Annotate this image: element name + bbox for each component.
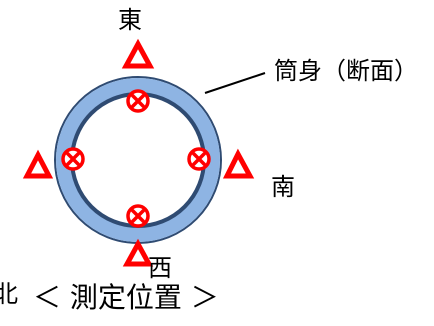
diagram-caption: ＜ 測定位置 ＞ xyxy=(33,281,219,314)
leader-line xyxy=(204,72,266,94)
direction-label-east: 東 xyxy=(118,6,142,34)
circled-x-marker-west xyxy=(126,204,150,228)
circled-x-marker-north xyxy=(61,147,85,171)
triangle-marker-south xyxy=(222,148,255,179)
triangle-marker-east xyxy=(121,38,155,69)
circled-x-marker-south xyxy=(187,147,211,171)
inner-markers xyxy=(61,89,211,228)
direction-label-north: 北 xyxy=(0,280,18,308)
outer-markers xyxy=(22,38,255,267)
triangle-marker-north xyxy=(22,149,54,179)
circled-x-marker-east xyxy=(126,89,150,113)
tube-section-label: 筒身（断面） xyxy=(274,57,418,85)
direction-label-west: 西 xyxy=(148,254,172,282)
triangle-marker-west xyxy=(122,238,154,267)
direction-label-south: 南 xyxy=(271,173,295,201)
